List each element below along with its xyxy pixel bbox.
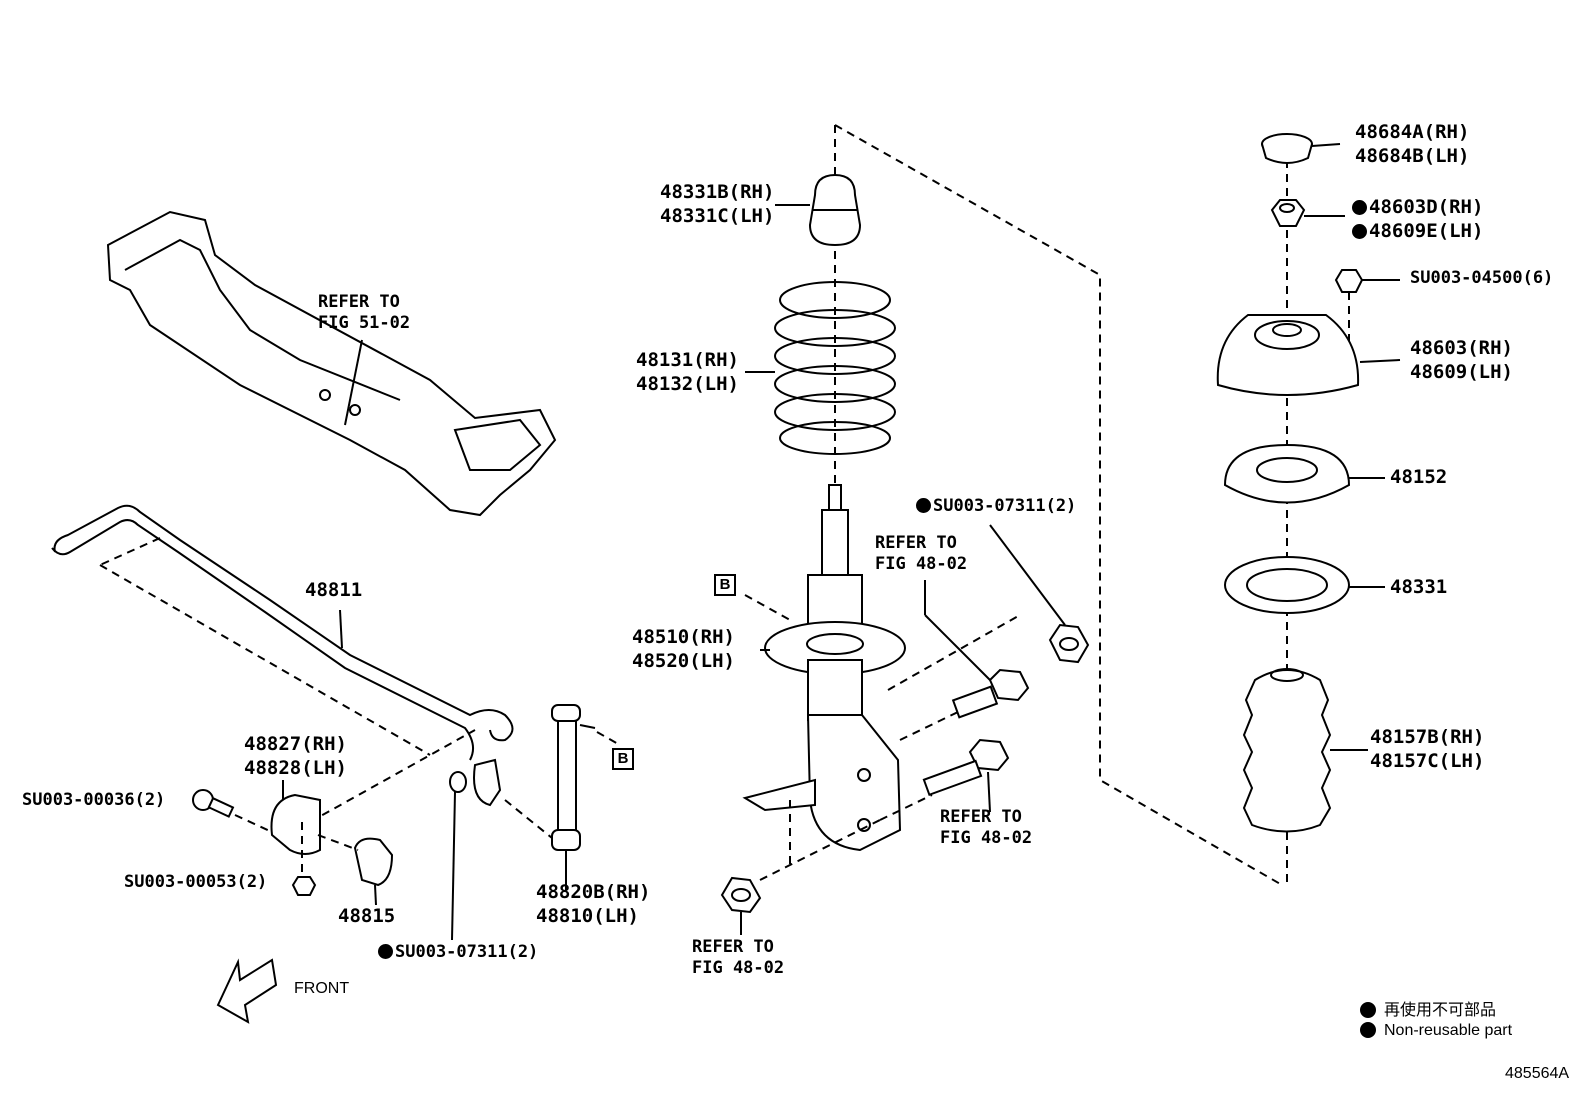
label-48603: 48603(RH)48609(LH) [1410,337,1513,383]
nut-48603d [1270,199,1345,227]
nut-top-right [989,524,1090,664]
label-su07311-bottom: SU003-07311(2) [378,942,538,963]
label-su07311-top: SU003-07311(2) [916,496,1076,517]
strut-48510 [742,484,906,852]
nut-bottom [720,800,881,935]
label-48510: 48510(RH)48520(LH) [632,626,735,672]
cap-48684 [1261,133,1341,164]
label-48811: 48811 [305,579,363,601]
non-reusable-dot-icon [378,944,393,959]
non-reusable-dot-icon [916,498,931,513]
seat-48152 [1223,443,1385,504]
assembly-outline [834,124,1283,886]
label-48331: 48331 [1390,576,1448,598]
bump-stopper-48331b [775,173,862,247]
nut-su00053 [291,876,317,896]
ref-box-b-upper: B [714,574,736,596]
legend-dot-icon [1360,1022,1376,1038]
nut-su07311-lower [449,771,467,941]
label-48684: 48684A(RH)48684B(LH) [1355,121,1470,167]
insulator-48331 [1224,556,1385,614]
label-48815: 48815 [338,905,396,927]
ref-box-b-lower: B [612,748,634,770]
figure-id: 485564A [1505,1065,1570,1082]
label-su04500: SU003-04500(6) [1410,268,1554,288]
legend-en: Non-reusable part [1360,1022,1512,1040]
label-48827: 48827(RH)48828(LH) [244,733,347,779]
front-arrow-icon [216,958,278,1024]
bellows-48157 [1242,668,1368,833]
label-48131: 48131(RH)48132(LH) [636,349,739,395]
legend-jp: 再使用不可部品 [1360,996,1496,1020]
stabilizer-bar-48811 [51,504,514,807]
label-su00036: SU003-00036(2) [22,790,166,810]
bolt-su00036 [192,789,273,833]
support-48603 [1216,314,1401,396]
legend-dot-icon [1360,1002,1376,1018]
non-reusable-dot-icon [1352,224,1367,239]
label-48820: 48820B(RH)48810(LH) [536,881,651,927]
crossmember [106,210,557,517]
bolt-lower [879,738,1010,821]
label-48331b: 48331B(RH)48331C(LH) [660,181,775,227]
coil-spring-48131 [745,281,896,455]
label-su00053: SU003-00053(2) [124,872,268,892]
link-48820 [504,704,621,890]
non-reusable-dot-icon [1352,200,1367,215]
bushing-48815 [317,834,394,906]
label-48157: 48157B(RH)48157C(LH) [1370,726,1485,772]
bolt-upper [899,668,1030,741]
bracket-48827 [270,780,321,878]
label-front: FRONT [294,980,350,997]
nut-su04500 [1334,269,1400,345]
label-48603d: 48603D(RH) 48609E(LH) [1352,195,1483,243]
label-48152: 48152 [1390,466,1448,488]
